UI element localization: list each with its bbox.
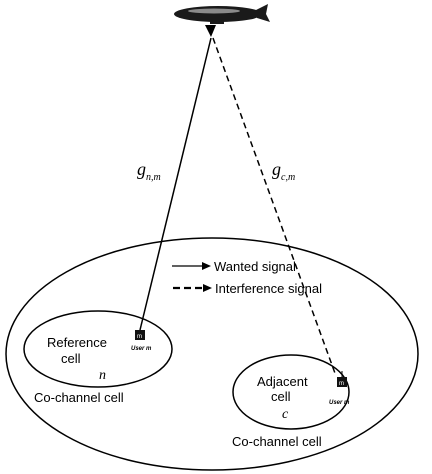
reference-user-label: User m xyxy=(131,346,152,352)
interference-gain-label: gc,m xyxy=(272,159,295,183)
interference-signal-link xyxy=(212,37,337,377)
adjacent-cell-title-2: cell xyxy=(271,389,291,404)
adjacent-cell-title-1: Adjacent xyxy=(257,374,308,389)
user-terminal-icon: m xyxy=(135,330,145,340)
reference-cell-boundary xyxy=(23,310,173,388)
svg-text:m: m xyxy=(137,334,142,340)
user-terminal-icon: m xyxy=(337,371,347,387)
legend-interference-arrowhead xyxy=(203,284,212,292)
svg-text:m: m xyxy=(339,381,344,387)
legend-wanted-label: Wanted signal xyxy=(214,259,296,274)
legend-wanted-arrowhead xyxy=(202,262,211,270)
legend: Wanted signal Interference signal xyxy=(172,259,322,296)
legend-interference-label: Interference signal xyxy=(215,281,322,296)
reference-cell: Reference cell n m User m xyxy=(23,310,173,388)
wanted-signal-link xyxy=(139,37,212,331)
adjacent-user-label: User m xyxy=(329,400,350,406)
reference-cell-title-1: Reference xyxy=(47,335,107,350)
reference-cell-title-2: cell xyxy=(61,351,81,366)
airship-icon xyxy=(174,4,270,24)
wanted-gain-label: gn,m xyxy=(137,159,161,183)
adjacent-cell-type-label: Co-channel cell xyxy=(232,434,322,449)
coverage-area xyxy=(5,237,419,471)
adjacent-cell: Adjacent cell c m User m xyxy=(232,354,350,430)
adjacent-cell-boundary xyxy=(232,354,350,430)
reference-cell-type-label: Co-channel cell xyxy=(34,390,124,405)
platform-pointer xyxy=(205,25,216,37)
adjacent-cell-index: c xyxy=(282,407,289,422)
reference-cell-index: n xyxy=(99,368,106,383)
